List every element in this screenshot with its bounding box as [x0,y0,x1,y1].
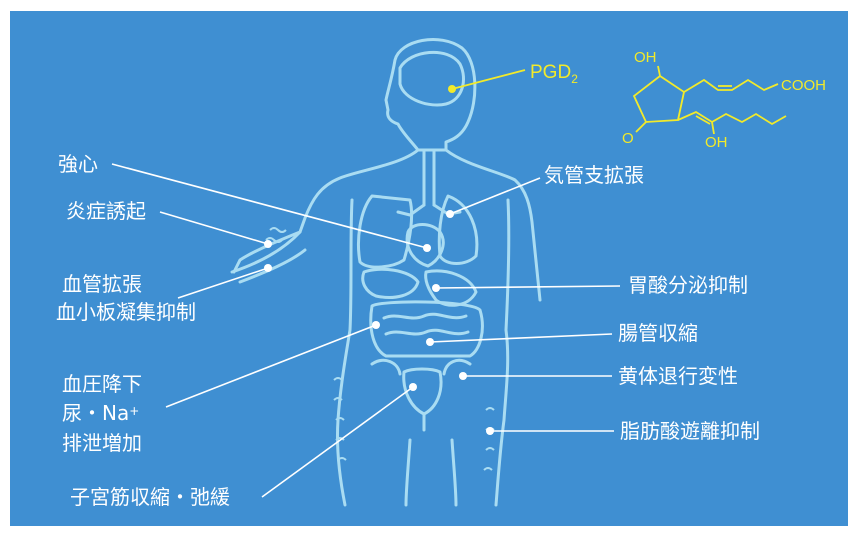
dot-intestine [426,338,434,346]
dot-fat [486,427,494,435]
intestines [371,302,483,356]
brain-outline [400,52,464,105]
structure-cooh: COOH [781,77,826,94]
omega-chain [678,112,786,124]
target-dots [264,210,494,435]
leader-lines [112,164,620,497]
label-hypotension: 血圧降下 [62,372,142,396]
label-intestinal: 腸管収縮 [618,321,698,345]
trachea [424,150,434,205]
dot-heart [423,244,431,252]
inner-legs [406,440,456,505]
label-luteolysis: 黄体退行変性 [618,364,738,388]
leader-gastric [436,286,620,288]
structure-oh-bottom: OH [705,134,728,151]
leader-cardiac [112,164,427,248]
torso-outline [234,150,540,300]
pelvis [372,360,470,374]
dot-kidney [372,321,380,329]
label-excretion: 排泄増加 [62,431,142,455]
liver [363,269,418,297]
uterus [404,369,441,430]
leader-uterus [262,387,413,497]
label-lipolysis: 脂肪酸遊離抑制 [620,419,760,443]
pgd2-structure [634,66,786,134]
leader-vasodilation [178,268,268,298]
leader-inflammation [160,212,268,244]
label-inflammation: 炎症誘起 [66,199,146,223]
cyclopentane-ring [634,76,684,122]
dot-arm-lower [264,264,272,272]
label-uterus: 子宮筋収縮・弛緩 [70,485,230,509]
label-platelet: 血小板凝集抑制 [56,300,196,324]
torso-right-side [496,200,509,505]
dot-arm-upper [264,240,272,248]
dot-ovary [459,372,467,380]
label-bronchodilation: 気管支拡張 [544,163,644,187]
dot-stomach [432,284,440,292]
structure-oh-top: OH [634,49,657,66]
label-cardiac: 強心 [58,152,98,176]
pgd2-label: PGD2 [530,62,578,86]
dot-brain [448,85,456,93]
dot-bronchi [446,210,454,218]
head-outline [386,39,475,150]
label-urine-na: 尿・Na+ [62,401,139,425]
label-vasodilation: 血管拡張 [62,272,142,296]
label-gastric: 胃酸分泌抑制 [628,273,748,297]
dot-uterus [409,383,417,391]
structure-o: O [622,130,634,147]
